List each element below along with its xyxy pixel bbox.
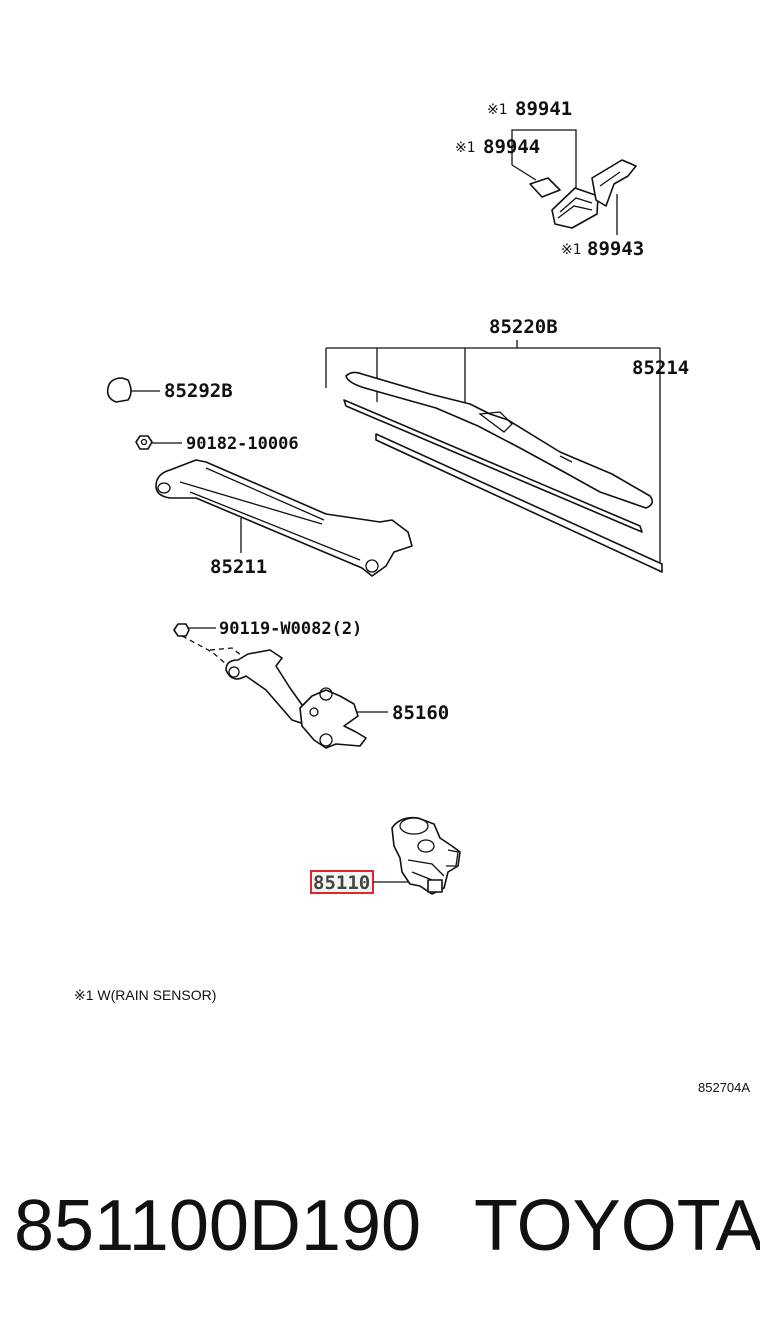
part-label-90182-10006[interactable]: 90182-10006 xyxy=(186,434,299,454)
part-label-89941[interactable]: 89941 xyxy=(515,98,572,120)
part-label-85160[interactable]: 85160 xyxy=(392,702,449,724)
wiper-blade-shape xyxy=(345,371,654,509)
bolt-shape xyxy=(173,623,190,637)
footer-part-number: 851100D190 xyxy=(14,1186,422,1266)
sensor-cover-shape xyxy=(591,159,637,207)
wiper-blade-group: 85220B 85214 xyxy=(325,316,689,573)
footer-brand: TOYOTA xyxy=(474,1186,760,1266)
linkage-group: 90119-W0082(2) 85160 xyxy=(173,619,449,749)
link-arm-shape xyxy=(225,649,311,725)
wiper-motor-group: 85110 xyxy=(310,816,461,895)
wiper-rubber-upper xyxy=(343,399,643,533)
note-mark-89943: ※1 xyxy=(561,242,582,258)
nut-shape xyxy=(135,435,153,450)
rain-sensor-group: ※1 89941 ※1 89944 ※1 89943 xyxy=(455,98,644,260)
wiper-arm-group: 85292B 90182-10006 85211 xyxy=(106,377,413,578)
part-label-85220b[interactable]: 85220B xyxy=(489,316,558,338)
part-label-85110[interactable]: 85110 xyxy=(313,872,370,894)
rain-sensor-note: ※1 W(RAIN SENSOR) xyxy=(74,987,216,1003)
wiper-rubber-refill xyxy=(375,433,663,573)
note-mark-89944: ※1 xyxy=(455,140,476,156)
note-mark-89941: ※1 xyxy=(487,102,508,118)
footer: 851100D190 TOYOTA xyxy=(0,1190,760,1290)
cap-shape xyxy=(106,377,132,403)
part-label-85292b[interactable]: 85292B xyxy=(164,380,233,402)
illustration-code: 852704A xyxy=(698,1080,750,1095)
part-label-90119-w0082[interactable]: 90119-W0082(2) xyxy=(219,619,362,639)
part-label-89943[interactable]: 89943 xyxy=(587,238,644,260)
wiper-arm-shape xyxy=(155,459,413,577)
leader-line-85220b xyxy=(325,340,661,572)
leader-line-89944 xyxy=(511,164,537,181)
sensor-pad-shape xyxy=(529,177,561,198)
rain-sensor-shape xyxy=(551,187,599,229)
leader-line-89941 xyxy=(511,129,577,192)
part-label-85211[interactable]: 85211 xyxy=(210,556,267,578)
pivot-shape xyxy=(299,689,367,749)
